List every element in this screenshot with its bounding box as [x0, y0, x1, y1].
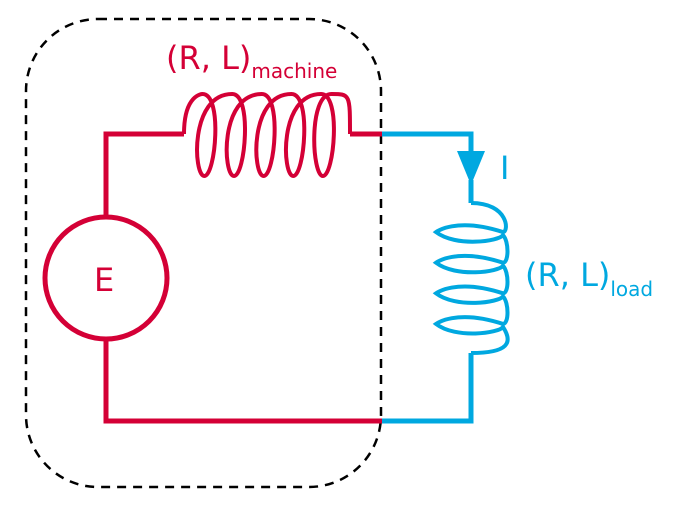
machine-wire-top: [103, 131, 184, 215]
machine-inductor-coil: [182, 91, 352, 179]
load-wire-top: [382, 131, 474, 160]
load-impedance-label-subscript: load: [610, 277, 654, 301]
load-impedance-label-main: (R, L): [525, 256, 611, 294]
load-impedance-label: (R, L)load: [525, 256, 653, 299]
voltage-source-label: E: [94, 261, 115, 299]
load-inductor-coil: [432, 201, 510, 355]
load-coil-path: [432, 201, 510, 355]
machine-boundary: [24, 17, 383, 489]
machine-coil-path: [182, 91, 352, 179]
machine-wire-bottom: [103, 340, 382, 424]
machine-impedance-label-subscript: machine: [251, 59, 338, 83]
load-wire-bottom: [382, 353, 474, 424]
machine-impedance-label-main: (R, L): [166, 39, 252, 77]
current-label: I: [500, 149, 510, 187]
voltage-source-symbol: [42, 214, 170, 342]
machine-impedance-label: (R, L)machine: [166, 39, 337, 81]
current-arrow-icon: [457, 151, 485, 185]
